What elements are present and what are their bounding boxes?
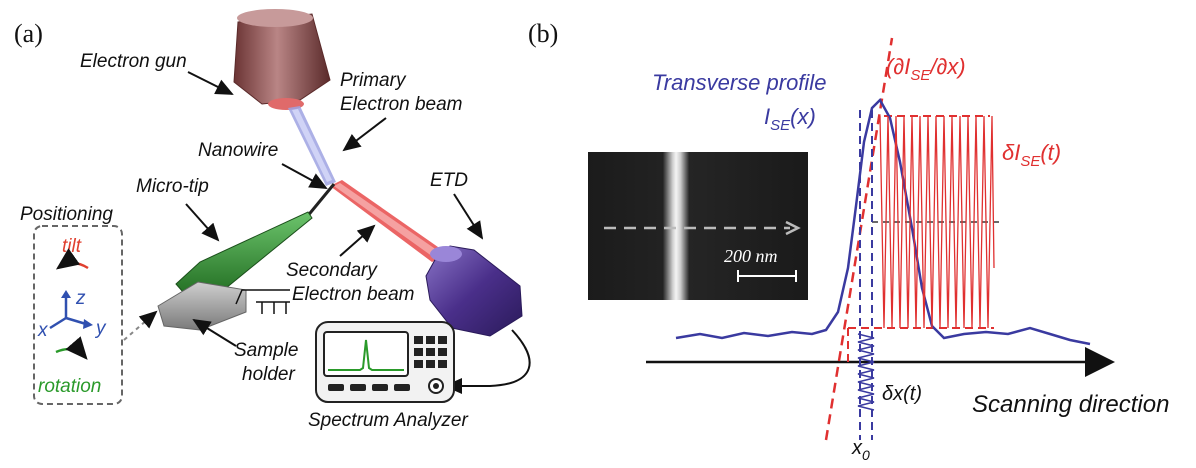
secondary-beam-core	[334, 183, 444, 259]
signal-cable	[444, 329, 531, 394]
delta-x-oscillation	[857, 333, 875, 411]
ise-x-sub: SE	[770, 117, 791, 134]
tilt-arrow	[55, 248, 89, 270]
derivative-label-main: (∂I	[886, 54, 910, 79]
sample-holder-label-2: holder	[242, 364, 295, 385]
delta-ise-main: δI	[1002, 140, 1020, 165]
primary-beam-arrow	[342, 117, 387, 152]
electron-gun-arrow	[187, 71, 234, 95]
sample-holder-arrow	[192, 318, 237, 347]
spectrum-analyzer-shape	[315, 321, 455, 403]
spectrum-peak	[328, 339, 404, 371]
panel-b-tag: (b)	[528, 19, 558, 48]
tilt-label: tilt	[62, 236, 82, 257]
axis-z-label: z	[75, 288, 86, 309]
panel-a-tag: (a)	[14, 19, 43, 48]
derivative-label-sub: SE	[910, 67, 931, 84]
primary-beam-label-2: Electron beam	[340, 94, 463, 115]
ground-symbol	[256, 301, 290, 314]
delta-ise-label: δISE(t)	[1002, 140, 1061, 170]
x0-label: x0	[851, 437, 870, 463]
positioning-link	[123, 310, 158, 341]
primary-beam-label-1: Primary	[340, 70, 407, 91]
ise-x-tail: (x)	[790, 104, 816, 129]
scale-bar-label: 200 nm	[724, 246, 778, 266]
axis-y-label: y	[94, 318, 107, 339]
nanowire-label: Nanowire	[198, 140, 278, 161]
etd-shape	[425, 245, 523, 337]
nanowire-shape	[304, 183, 336, 219]
secondary-beam-arrow	[339, 224, 376, 257]
axis-triad	[49, 290, 93, 330]
rotation-label: rotation	[38, 376, 101, 397]
x0-sub: 0	[862, 447, 870, 463]
ise-x-label: ISE(x)	[764, 104, 816, 134]
electron-gun-label: Electron gun	[80, 51, 187, 72]
delta-ise-tail: (t)	[1040, 140, 1061, 165]
derivative-tangent	[824, 37, 894, 441]
primary-beam-core	[292, 109, 332, 182]
micro-tip-label: Micro-tip	[136, 176, 209, 197]
rotation-arrow	[55, 336, 88, 360]
electron-gun-shape	[233, 9, 331, 110]
nanowire-arrow	[281, 163, 328, 189]
spectrum-analyzer-label: Spectrum Analyzer	[308, 410, 468, 431]
ise-x-main: I	[764, 104, 770, 129]
axis-x-label: x	[37, 320, 49, 341]
etd-label: ETD	[430, 170, 468, 191]
ground-wire	[235, 289, 290, 305]
delta-ise-sub: SE	[1020, 153, 1041, 170]
x0-main: x	[851, 437, 863, 459]
positioning-box	[33, 225, 123, 405]
sem-scan-arrow	[785, 220, 801, 236]
micro-tip-arrow	[185, 203, 220, 242]
sample-holder-shape	[157, 281, 247, 331]
derivative-label-tail: /∂x)	[928, 54, 965, 79]
scanning-direction-label: Scanning direction	[972, 391, 1169, 418]
delta-x-label: δx(t)	[882, 383, 922, 405]
delta-ise-oscillation	[879, 115, 995, 329]
secondary-beam-label-1: Secondary	[286, 260, 378, 281]
derivative-label: (∂ISE/∂x)	[886, 54, 966, 84]
positioning-label: Positioning	[20, 204, 113, 225]
delta-ise-guides	[847, 115, 994, 362]
sem-image	[588, 152, 808, 300]
secondary-beam-label-2: Electron beam	[292, 284, 415, 305]
sample-holder-label-1: Sample	[234, 340, 298, 361]
transverse-profile-curve	[675, 97, 1091, 346]
transverse-profile-label: Transverse profile	[652, 70, 826, 95]
etd-arrow	[453, 193, 484, 240]
